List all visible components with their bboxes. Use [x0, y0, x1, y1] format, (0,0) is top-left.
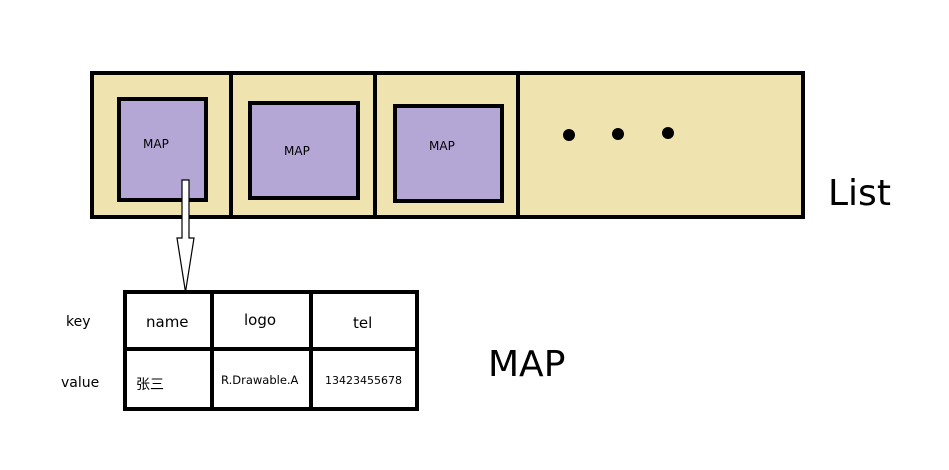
list-divider: [229, 71, 233, 219]
list-tick-mark: [659, 215, 663, 219]
table-row-divider: [123, 347, 419, 351]
table-value-cell: R.Drawable.A: [221, 373, 299, 387]
table-key-cell: tel: [353, 314, 373, 332]
row-label-key: key: [66, 314, 91, 330]
list-map-label: MAP: [143, 137, 169, 151]
list-map-item: [248, 101, 360, 200]
ellipsis-dot: [662, 127, 674, 139]
ellipsis-dot: [563, 129, 575, 141]
table-key-cell: name: [146, 313, 189, 331]
table-key-cell: logo: [244, 311, 277, 329]
row-label-value: value: [61, 375, 100, 391]
down-arrow-icon: [176, 179, 195, 293]
ellipsis-dot: [612, 128, 624, 140]
list-map-label: MAP: [284, 144, 310, 158]
table-value-cell: 张三: [136, 377, 164, 393]
table-value-cell: 13423455678: [325, 374, 402, 387]
list-divider: [373, 71, 377, 219]
list-map-item: [393, 104, 504, 203]
list-tick-mark: [659, 71, 663, 75]
map-label: MAP: [488, 344, 566, 385]
list-divider: [516, 71, 520, 219]
list-label: List: [828, 173, 891, 214]
list-map-item: [117, 97, 208, 202]
list-map-label: MAP: [429, 139, 455, 153]
